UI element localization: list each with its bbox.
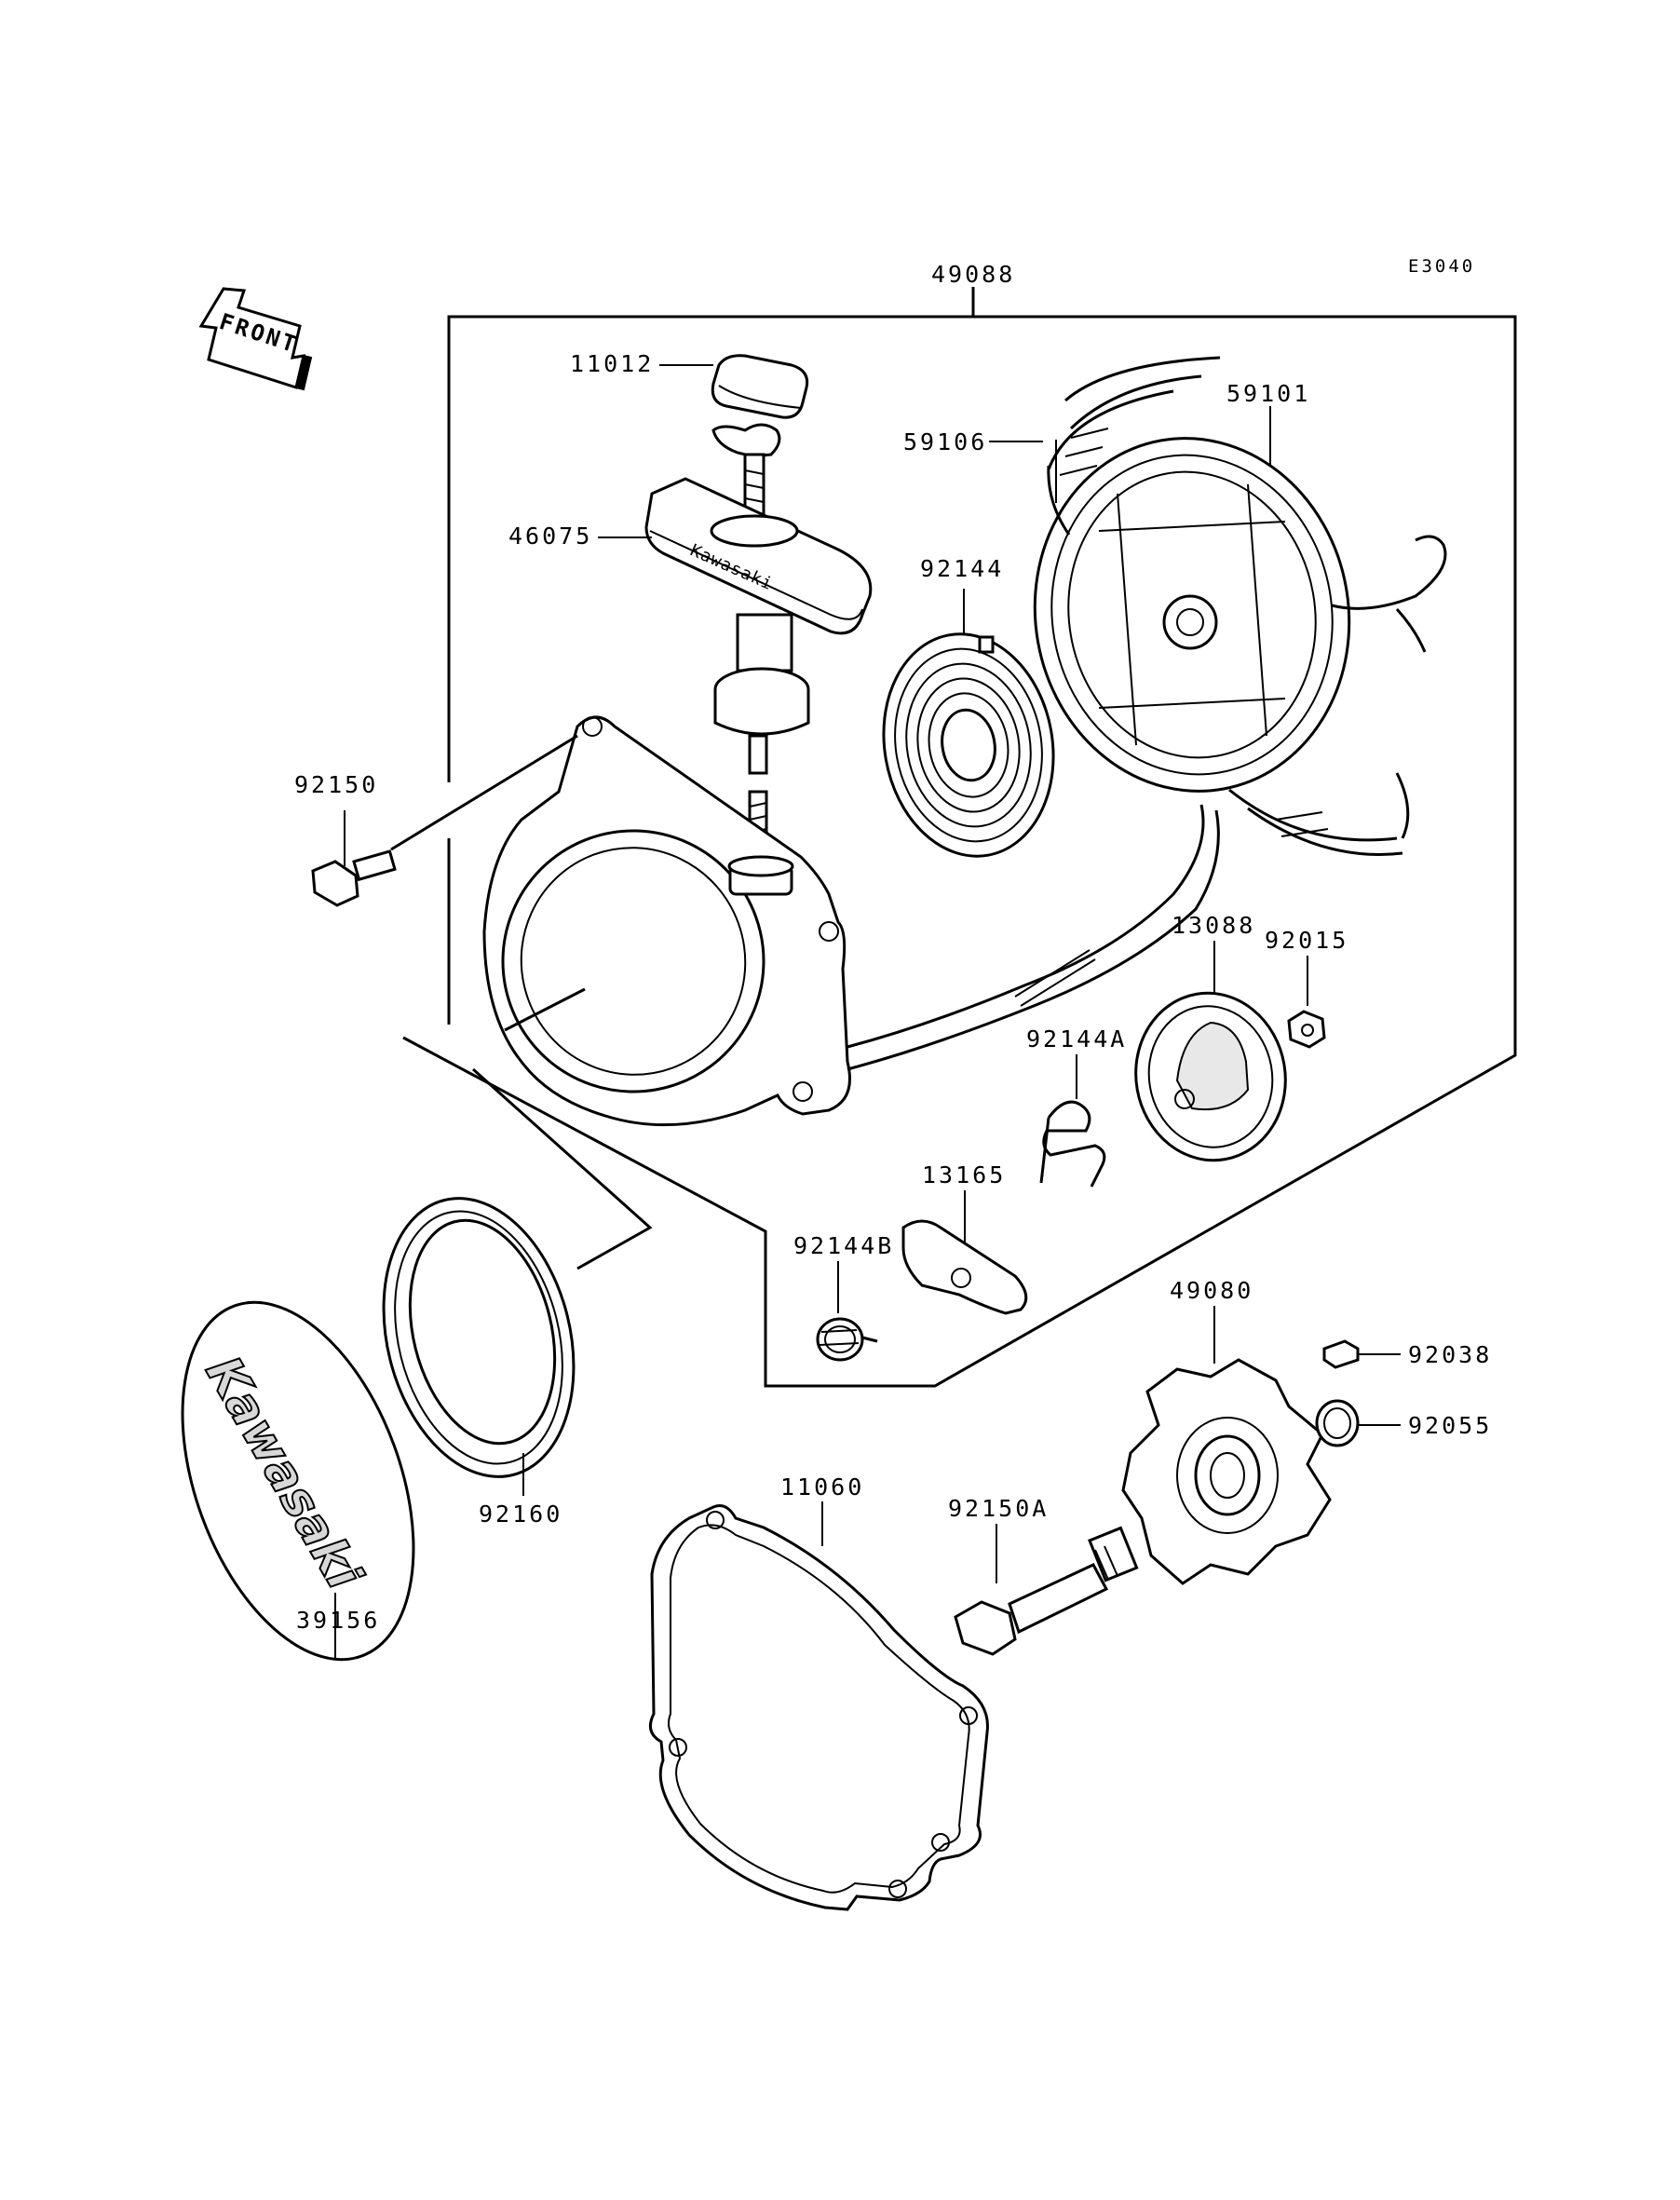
- guide-59106: [989, 356, 1410, 856]
- spring-92144a: [1039, 1054, 1106, 1188]
- cap-11012: [711, 354, 809, 419]
- gasket-11060: [648, 1501, 989, 1911]
- label-92160: 92160: [479, 1501, 562, 1528]
- nut-92015: [1287, 956, 1326, 1049]
- label-13165: 13165: [922, 1161, 1006, 1188]
- label-49080: 49080: [1170, 1277, 1253, 1304]
- ring-92055: [1315, 1399, 1401, 1447]
- spring-92144b: [816, 1261, 878, 1362]
- starter-case: [482, 715, 851, 1127]
- cover-39156: Kawasaki: [181, 1300, 415, 1662]
- front-arrow-icon: FRONT: [198, 287, 313, 391]
- label-49088: 49088: [931, 261, 1015, 288]
- label-46075: 46075: [508, 523, 592, 550]
- key-92038: [1322, 1339, 1401, 1369]
- label-39156: 39156: [296, 1607, 380, 1634]
- label-11012: 11012: [570, 350, 654, 377]
- diagram-code: E3040: [1408, 256, 1475, 277]
- reel-59101: [1033, 406, 1447, 793]
- plate-92160: [382, 1197, 576, 1496]
- label-92038: 92038: [1408, 1341, 1492, 1368]
- bolt-92150: [311, 734, 578, 907]
- label-92144b: 92144B: [793, 1232, 894, 1259]
- label-92150a: 92150A: [948, 1495, 1049, 1522]
- label-92144: 92144: [920, 555, 1004, 582]
- label-92055: 92055: [1408, 1412, 1492, 1439]
- label-59101: 59101: [1226, 380, 1310, 407]
- pulley-49080: [1121, 1306, 1332, 1585]
- assembly-bracket-49088: [402, 287, 1517, 1388]
- label-92144a: 92144A: [1026, 1025, 1127, 1052]
- bolt-92150a: [954, 1524, 1139, 1656]
- label-92015: 92015: [1265, 927, 1348, 954]
- starter-rope: [847, 804, 1220, 1071]
- ratchet-13165: [901, 1190, 1028, 1315]
- label-13088: 13088: [1172, 912, 1255, 939]
- label-92150: 92150: [294, 771, 378, 798]
- label-11060: 11060: [780, 1473, 864, 1501]
- cam-13088: [1134, 941, 1287, 1162]
- label-59106: 59106: [903, 428, 987, 455]
- spring-92144: [882, 589, 1055, 858]
